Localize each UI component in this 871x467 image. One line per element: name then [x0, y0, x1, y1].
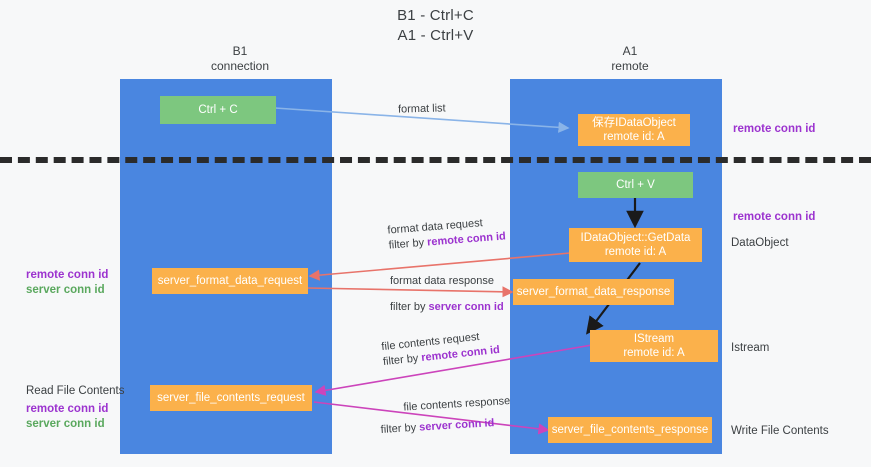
box-getdata-id: remote id: A — [604, 246, 667, 258]
box-server-format-data-request-label: server_format_data_request — [157, 275, 303, 287]
left-label-read-file-contents-text: Read File Contents — [26, 385, 125, 397]
box-server-file-contents-response[interactable]: server_file_contents_response — [548, 417, 712, 443]
edge-label-file-contents-response-text: file contents response — [403, 395, 511, 414]
edge-label-format-data-response-text: format data response — [390, 275, 494, 287]
box-istream-title: IStream — [633, 333, 675, 345]
left-label-server-conn-id: server conn id — [26, 284, 105, 296]
column-header-a1-name: A1 — [622, 44, 638, 58]
box-idataobject-remote-id: remote id: A — [603, 131, 665, 143]
phase-separator — [0, 157, 871, 163]
column-header-b1: B1 connection — [120, 44, 360, 74]
box-server-file-contents-request[interactable]: server_file_contents_request — [150, 385, 312, 411]
right-label-write-file-contents: Write File Contents — [731, 425, 829, 437]
box-ctrl-v-label: Ctrl + V — [616, 179, 655, 191]
edge-label-file-contents-request: file contents request filter by remote c… — [381, 328, 501, 370]
box-idataobject-remote[interactable]: 保存IDataObject remote id: A — [578, 114, 690, 146]
box-idataobject-getdata[interactable]: IDataObject::GetData remote id: A — [569, 228, 702, 262]
column-header-a1-role: remote — [611, 59, 649, 73]
box-ctrl-c[interactable]: Ctrl + C — [160, 96, 276, 124]
filter-prefix: filter by — [390, 301, 429, 313]
box-server-file-contents-request-label: server_file_contents_request — [157, 392, 305, 404]
box-server-format-data-response[interactable]: server_format_data_response — [513, 279, 674, 305]
box-istream-id: remote id: A — [623, 347, 685, 359]
column-header-b1-role: connection — [210, 59, 270, 73]
box-istream[interactable]: IStream remote id: A — [590, 330, 718, 362]
left-label-conn-ids-bottom: remote conn id server conn id — [26, 402, 108, 432]
right-label-remote-conn-id-top: remote conn id — [733, 123, 816, 135]
box-ctrl-c-label: Ctrl + C — [198, 104, 238, 116]
left-label-conn-ids: remote conn id server conn id — [26, 268, 108, 298]
box-server-format-data-request[interactable]: server_format_data_request — [152, 268, 308, 294]
box-server-file-contents-response-label: server_file_contents_response — [551, 424, 709, 436]
filter-prefix: filter by — [388, 236, 428, 252]
filter-prefix: filter by — [380, 421, 420, 436]
filter-key-server-conn-id: server conn id — [428, 301, 504, 313]
box-server-format-data-response-label: server_format_data_response — [516, 286, 671, 298]
left-label-remote-conn-id-bottom: remote conn id — [26, 403, 109, 415]
right-label-istream: Istream — [731, 342, 770, 354]
edge-label-format-data-response: format data response filter by server co… — [390, 274, 504, 315]
title-line-2: A1 - Ctrl+V — [397, 27, 474, 44]
edge-label-file-contents-response: file contents response filter by server … — [379, 394, 512, 438]
edge-label-format-data-response-filter: filter by server conn id — [390, 300, 504, 315]
title-line-1: B1 - Ctrl+C — [397, 7, 474, 24]
filter-prefix: filter by — [382, 352, 422, 369]
left-label-read-file-contents: Read File Contents — [26, 384, 124, 399]
page-title: B1 - Ctrl+C A1 - Ctrl+V — [0, 6, 871, 46]
box-getdata-title: IDataObject::GetData — [580, 232, 691, 244]
box-idataobject-remote-title: 保存IDataObject — [592, 117, 676, 129]
column-header-a1: A1 remote — [510, 44, 750, 74]
left-label-remote-conn-id: remote conn id — [26, 269, 109, 281]
edge-label-format-list-text: format list — [397, 102, 446, 116]
column-header-b1-name: B1 — [232, 44, 248, 58]
edge-label-file-contents-response-filter: filter by server conn id — [380, 415, 512, 438]
box-ctrl-v[interactable]: Ctrl + V — [578, 172, 693, 198]
filter-key-server-conn-id: server conn id — [418, 417, 495, 434]
edge-label-format-list: format list — [398, 101, 446, 117]
edge-label-format-data-request: format data request filter by remote con… — [387, 214, 506, 253]
right-label-dataobject: DataObject — [731, 237, 789, 249]
right-label-remote-conn-id-mid: remote conn id — [733, 211, 816, 223]
left-label-server-conn-id-bottom: server conn id — [26, 418, 105, 430]
